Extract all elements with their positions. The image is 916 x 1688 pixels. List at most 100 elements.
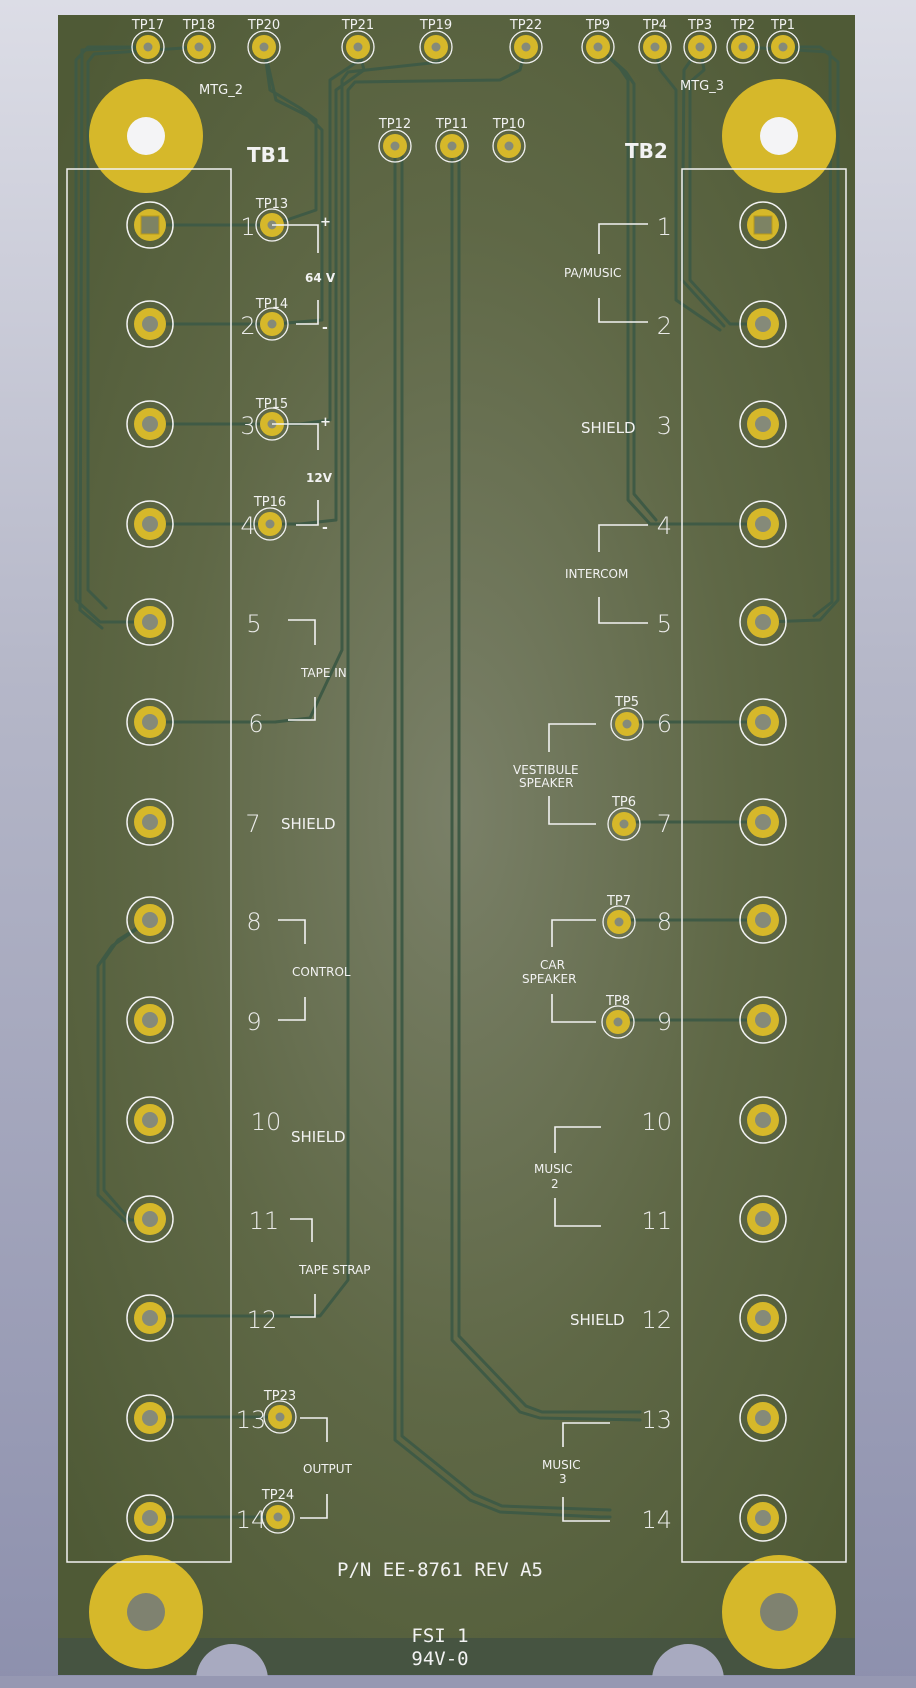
testpoint-label: TP14 [255, 297, 288, 312]
label-64v-minus: - [322, 320, 328, 336]
label-12v-minus: - [322, 520, 328, 536]
mounting-hole-br [722, 1555, 836, 1669]
label-car: CAR [540, 958, 565, 972]
testpoint-tp22: TP22 [509, 18, 543, 64]
tb1-pad [126, 1195, 174, 1243]
tb1-pad [126, 896, 174, 944]
label-intercom: INTERCOM [565, 567, 628, 581]
testpoint-label: TP1 [770, 18, 795, 33]
label-shield-10: SHIELD [291, 1128, 346, 1146]
label-shield-7: SHIELD [281, 815, 336, 833]
testpoint-tp14: TP14 [255, 297, 289, 341]
tb2-pin-number: 11 [641, 1207, 672, 1235]
tb2-pad [739, 1294, 787, 1342]
tb1-pad [126, 598, 174, 646]
fsi-label: FSI 1 [411, 1625, 468, 1647]
tb1-pad [126, 996, 174, 1044]
testpoint-label: TP21 [341, 18, 374, 33]
testpoint-tp24: TP24 [261, 1488, 295, 1534]
tb2-pad [739, 1494, 787, 1542]
label-car-speaker: SPEAKER [522, 972, 576, 986]
tb1-pin-number: 10 [251, 1108, 282, 1136]
tb1-label: TB1 [247, 143, 290, 167]
mtg-2-label: MTG_2 [199, 83, 243, 98]
tb2-pad [739, 598, 787, 646]
testpoint-tp1: TP1 [766, 18, 800, 64]
testpoint-tp5: TP5 [610, 695, 644, 741]
testpoint-tp7: TP7 [602, 894, 636, 939]
tb2-pad [739, 996, 787, 1044]
tb1-pin-number: 7 [245, 810, 260, 838]
tb1-pin-number: 5 [246, 610, 261, 638]
pcb-board [58, 15, 855, 1675]
tb2-pin-number: 14 [641, 1506, 672, 1534]
tb2-pin-number: 1 [657, 213, 672, 241]
testpoint-tp2: TP2 [726, 18, 760, 64]
tb1-pad [126, 1294, 174, 1342]
label-12v-plus: + [320, 415, 331, 430]
tb2-pin-number: 9 [657, 1008, 672, 1036]
label-output: OUTPUT [303, 1462, 353, 1476]
mounting-holes [89, 79, 836, 1669]
tb2-pin-number: 12 [641, 1306, 672, 1334]
testpoint-tp18: TP18 [182, 18, 216, 64]
testpoint-label: TP24 [261, 1488, 294, 1503]
testpoint-label: TP16 [253, 495, 286, 510]
testpoint-label: TP12 [378, 117, 411, 132]
tb1-pin-number: 2 [240, 312, 255, 340]
tb1-pad [126, 1394, 174, 1442]
tb2-pad [739, 300, 787, 348]
tb2-pads [739, 201, 787, 1542]
label-shield-12: SHIELD [570, 1311, 625, 1329]
testpoint-tp6: TP6 [607, 795, 641, 841]
testpoint-label: TP17 [131, 18, 164, 33]
label-music-3: MUSIC [542, 1458, 581, 1472]
tb1-pad [126, 1494, 174, 1542]
tb2-outline [681, 168, 847, 1563]
tb1-pad [126, 500, 174, 548]
tb1-pad [126, 798, 174, 846]
testpoint-tp11: TP11 [435, 117, 469, 163]
tb2-pad [739, 1394, 787, 1442]
mounting-hole-bl [89, 1555, 203, 1669]
tb2-pin-number: 5 [657, 610, 672, 638]
testpoint-tp23: TP23 [263, 1389, 297, 1434]
testpoint-label: TP4 [642, 18, 667, 33]
testpoint-tp3: TP3 [683, 18, 717, 64]
tb2-pin-number: 3 [657, 412, 672, 440]
tb2-pin-number: 6 [657, 710, 672, 738]
tb2-pin-number: 13 [641, 1406, 672, 1434]
tb1-outline [66, 168, 232, 1563]
mtg-3-label: MTG_3 [680, 79, 724, 94]
tb1-pin-number: 12 [247, 1306, 278, 1334]
testpoint-tp20: TP20 [247, 18, 281, 64]
label-vestibule: VESTIBULE [513, 763, 579, 777]
testpoint-tp12: TP12 [378, 117, 412, 163]
tb2-pin-number: 8 [657, 908, 672, 936]
label-music-2-number: 2 [551, 1177, 559, 1191]
tb1-pin-number: 4 [240, 512, 255, 540]
tb1-pad [126, 201, 174, 249]
tb1-pin-number: 13 [236, 1406, 267, 1434]
testpoint-label: TP7 [606, 894, 631, 909]
tb2-pad [739, 896, 787, 944]
tb1-pad [126, 698, 174, 746]
tb1-pin-number: 11 [249, 1207, 280, 1235]
label-music-3-number: 3 [559, 1472, 567, 1486]
tb2-pin-number: 10 [641, 1108, 672, 1136]
testpoint-tp8: TP8 [601, 994, 635, 1039]
label-12v: 12V [306, 471, 333, 485]
label-pa-music: PA/MUSIC [564, 266, 621, 280]
testpoint-tp21: TP21 [341, 18, 375, 64]
tb1-pads [126, 201, 174, 1542]
testpoint-label: TP2 [730, 18, 755, 33]
testpoint-label: TP6 [611, 795, 636, 810]
tb1-pin-number: 9 [246, 1008, 261, 1036]
tb1-pad [126, 1096, 174, 1144]
testpoint-label: TP20 [247, 18, 280, 33]
testpoint-label: TP5 [614, 695, 639, 710]
